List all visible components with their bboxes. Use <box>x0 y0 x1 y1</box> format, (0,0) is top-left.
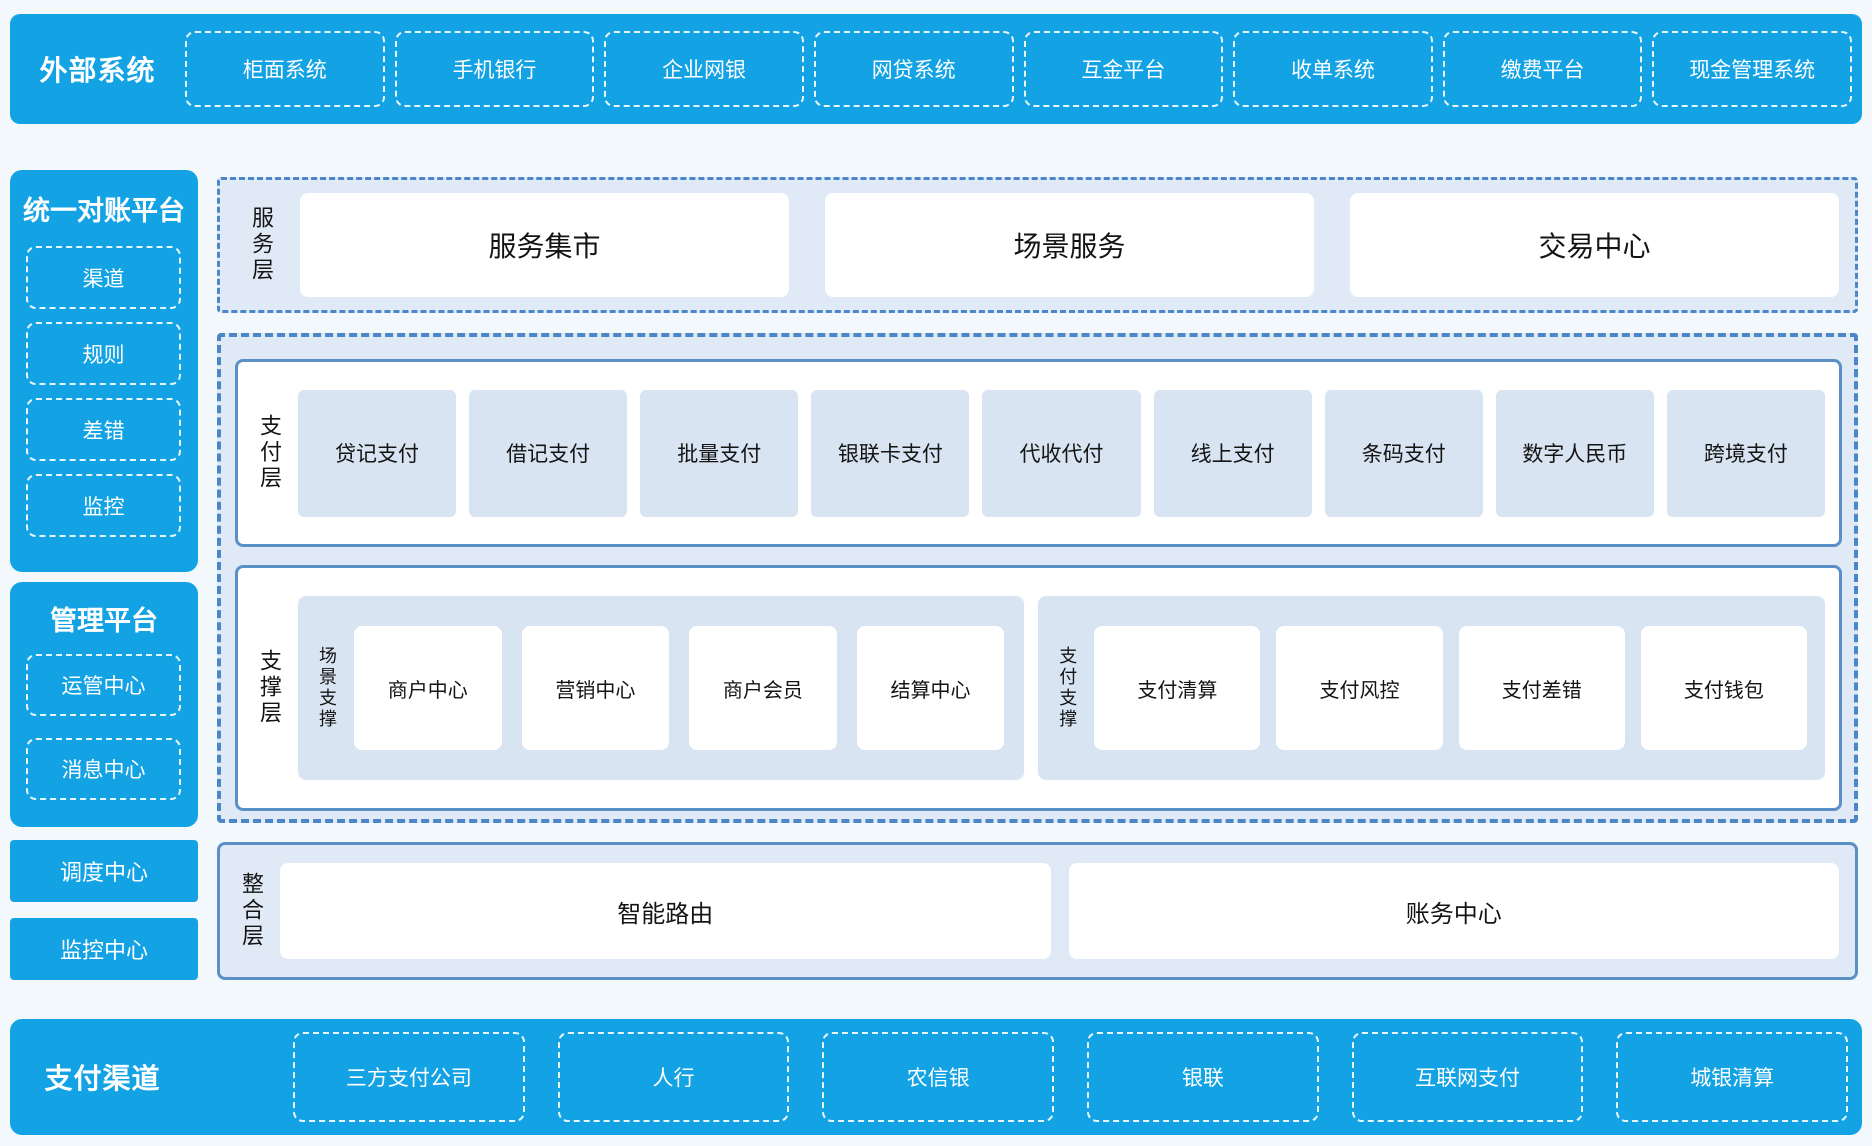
payment-channel-box: 城银清算 <box>1616 1032 1849 1122</box>
scene-support-card: 营销中心 <box>521 626 670 750</box>
reconciliation-platform-title: 统一对账平台 <box>23 195 185 227</box>
support-layer-groups: 场景支撑 商户中心 营销中心 商户会员 结算中心 支付支撑 支付清算 支付风控 … <box>298 596 1839 780</box>
scene-support-label: 场景支撑 <box>316 646 337 730</box>
external-systems-title: 外部系统 <box>39 54 156 87</box>
reconciliation-item: 规则 <box>26 322 181 385</box>
payment-support-cards: 支付清算 支付风控 支付差错 支付钱包 <box>1094 626 1825 750</box>
service-layer-label: 服务层 <box>248 206 273 284</box>
payment-support-card: 支付风控 <box>1276 626 1443 750</box>
payment-card: 线上支付 <box>1153 389 1312 517</box>
payment-support-card: 支付差错 <box>1458 626 1625 750</box>
external-systems-list: 柜面系统 手机银行 企业网银 网贷系统 互金平台 收单系统 缴费平台 现金管理系… <box>185 31 1862 107</box>
scene-support-cards: 商户中心 营销中心 商户会员 结算中心 <box>354 626 1024 750</box>
reconciliation-platform-box: 统一对账平台 渠道 规则 差错 监控 <box>10 170 198 572</box>
external-system-box: 收单系统 <box>1233 31 1433 107</box>
integration-card: 账务中心 <box>1068 863 1839 959</box>
payment-channels-title: 支付渠道 <box>44 1062 161 1095</box>
support-layer: 支撑层 场景支撑 商户中心 营销中心 商户会员 结算中心 支付支撑 支付清算 支… <box>235 565 1842 811</box>
reconciliation-item: 监控 <box>26 474 181 537</box>
external-system-box: 互金平台 <box>1023 31 1224 107</box>
scene-support-card: 商户中心 <box>354 626 502 750</box>
core-layers-container: 支付层 贷记支付 借记支付 批量支付 银联卡支付 代收代付 线上支付 条码支付 … <box>217 333 1858 823</box>
management-platform-title: 管理平台 <box>50 605 158 637</box>
payment-card: 条码支付 <box>1324 389 1483 517</box>
payment-layer-cards: 贷记支付 借记支付 批量支付 银联卡支付 代收代付 线上支付 条码支付 数字人民… <box>298 389 1839 517</box>
integration-layer-label: 整合层 <box>238 872 263 950</box>
management-item: 运管中心 <box>26 654 181 716</box>
integration-card: 智能路由 <box>280 863 1051 959</box>
external-system-box: 手机银行 <box>394 31 595 107</box>
external-system-box: 柜面系统 <box>185 31 385 107</box>
payment-card: 批量支付 <box>640 389 799 517</box>
payment-card: 借记支付 <box>469 389 628 517</box>
integration-layer-cards: 智能路由 账务中心 <box>280 863 1855 959</box>
payment-layer-label: 支付层 <box>256 414 281 492</box>
payment-card: 代收代付 <box>982 389 1141 517</box>
service-layer-cards: 服务集市 场景服务 交易中心 <box>300 193 1855 297</box>
payment-channel-box: 三方支付公司 <box>293 1032 525 1122</box>
payment-support-panel: 支付支撑 支付清算 支付风控 支付差错 支付钱包 <box>1038 596 1825 780</box>
dispatch-center-box: 调度中心 <box>10 840 198 902</box>
service-card: 服务集市 <box>300 193 789 297</box>
service-card: 交易中心 <box>1350 193 1839 297</box>
service-card: 场景服务 <box>825 193 1314 297</box>
scene-support-card: 结算中心 <box>856 626 1005 750</box>
external-systems-bar: 外部系统 柜面系统 手机银行 企业网银 网贷系统 互金平台 收单系统 缴费平台 … <box>10 14 1862 124</box>
payment-layer: 支付层 贷记支付 借记支付 批量支付 银联卡支付 代收代付 线上支付 条码支付 … <box>235 359 1842 547</box>
service-layer: 服务层 服务集市 场景服务 交易中心 <box>217 177 1858 313</box>
scene-support-panel: 场景支撑 商户中心 营销中心 商户会员 结算中心 <box>298 596 1025 780</box>
payment-card: 贷记支付 <box>298 389 457 517</box>
payment-channel-box: 互联网支付 <box>1351 1032 1584 1122</box>
payment-channels-list: 三方支付公司 人行 农信银 银联 互联网支付 城银清算 <box>195 1032 1862 1122</box>
payment-channel-box: 农信银 <box>822 1032 1055 1122</box>
payment-channel-box: 银联 <box>1087 1032 1319 1122</box>
payment-support-card: 支付钱包 <box>1640 626 1807 750</box>
reconciliation-item: 差错 <box>26 398 181 461</box>
support-layer-label: 支撑层 <box>256 649 281 727</box>
external-system-box: 企业网银 <box>604 31 804 107</box>
reconciliation-item: 渠道 <box>26 246 181 309</box>
external-system-box: 网贷系统 <box>813 31 1014 107</box>
monitor-center-box: 监控中心 <box>10 918 198 980</box>
integration-layer: 整合层 智能路由 账务中心 <box>217 842 1858 980</box>
scene-support-card: 商户会员 <box>689 626 837 750</box>
payment-card: 跨境支付 <box>1666 389 1825 517</box>
management-item: 消息中心 <box>26 738 181 800</box>
external-system-box: 现金管理系统 <box>1652 31 1852 107</box>
payment-support-label: 支付支撑 <box>1056 646 1078 730</box>
payment-channels-bar: 支付渠道 三方支付公司 人行 农信银 银联 互联网支付 城银清算 <box>10 1019 1862 1135</box>
payment-card: 银联卡支付 <box>811 389 970 517</box>
external-system-box: 缴费平台 <box>1442 31 1643 107</box>
payment-channel-box: 人行 <box>557 1032 790 1122</box>
payment-card: 数字人民币 <box>1495 389 1654 517</box>
management-platform-box: 管理平台 运管中心 消息中心 <box>10 582 198 827</box>
payment-support-card: 支付清算 <box>1094 626 1261 750</box>
